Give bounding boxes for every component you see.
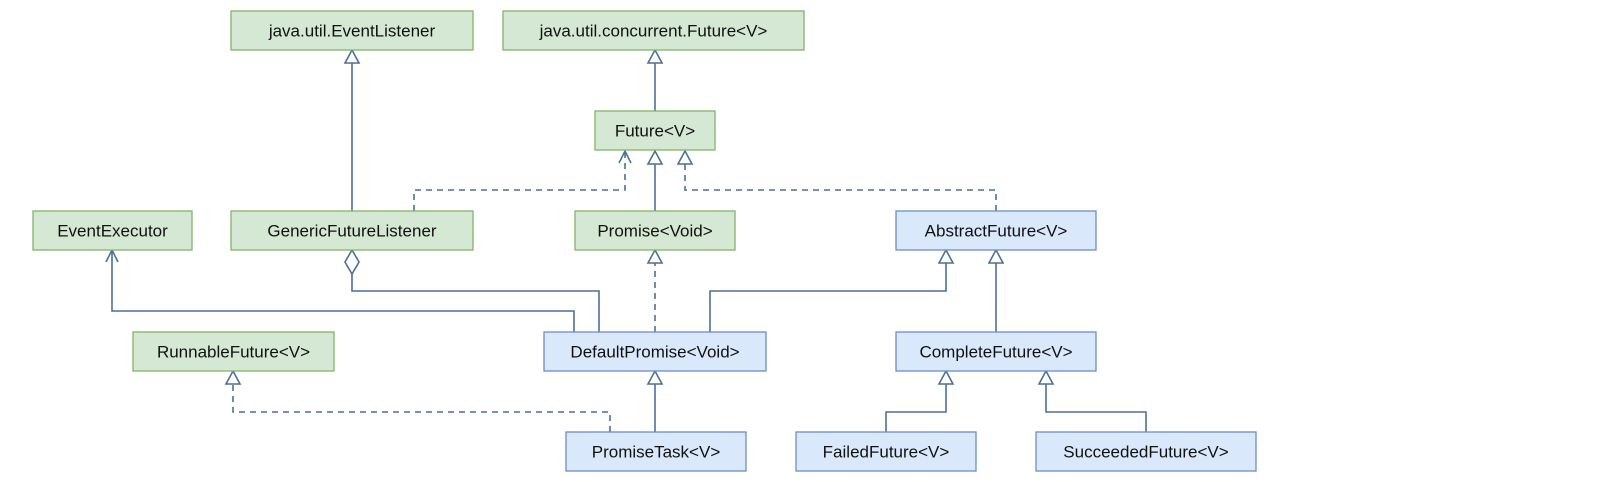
node-box (230, 210, 474, 251)
node-label: RunnableFuture<V> (157, 343, 310, 362)
edge-aggregation (344, 248, 600, 332)
node-label: PromiseTask<V> (592, 443, 721, 462)
node-generic-future-listener[interactable]: GenericFutureListener (230, 210, 474, 251)
node-label: java.util.EventListener (268, 22, 436, 41)
edge-extends (646, 149, 664, 211)
node-box (32, 210, 193, 251)
node-box (132, 331, 335, 372)
edge-line (111, 250, 575, 332)
edge-extends (709, 248, 955, 332)
edge-line (351, 274, 600, 332)
node-java-util-concurrent-future[interactable]: java.util.concurrent.Future<V> (502, 10, 805, 51)
edge-line (684, 164, 997, 211)
edge-extends (646, 48, 664, 111)
node-label: Future<V> (615, 122, 695, 141)
node-box (543, 331, 767, 372)
node-box (230, 10, 474, 51)
edge-line (885, 384, 947, 432)
inheritance-arrowhead (343, 48, 361, 64)
node-box (1035, 431, 1257, 472)
node-box (795, 431, 977, 472)
inheritance-arrowhead (646, 48, 664, 64)
node-promise-void[interactable]: Promise<Void> (574, 210, 736, 251)
node-failed-future[interactable]: FailedFuture<V> (795, 431, 977, 472)
node-event-executor[interactable]: EventExecutor (32, 210, 193, 251)
node-label: EventExecutor (57, 222, 168, 241)
edge-implements (224, 369, 611, 432)
edge-extends (343, 48, 361, 211)
node-abstract-future[interactable]: AbstractFuture<V> (895, 210, 1097, 251)
node-label: SucceededFuture<V> (1063, 443, 1228, 462)
nodes-layer: java.util.EventListener java.util.concurr… (32, 10, 1257, 472)
edge-line (709, 263, 947, 332)
open-arrowhead (618, 149, 632, 164)
inheritance-arrowhead (646, 149, 664, 165)
edge-extends (646, 369, 664, 432)
inheritance-arrowhead (646, 369, 664, 385)
edge-dependency (413, 149, 632, 211)
node-box (594, 110, 716, 151)
edge-implements (646, 248, 664, 332)
node-succeeded-future[interactable]: SucceededFuture<V> (1035, 431, 1257, 472)
node-label: AbstractFuture<V> (925, 222, 1068, 241)
edge-line (1045, 384, 1147, 432)
node-runnable-future[interactable]: RunnableFuture<V> (132, 331, 335, 372)
node-box (574, 210, 736, 251)
edge-extends (1037, 369, 1147, 432)
aggregation-diamond (344, 248, 360, 276)
node-label: DefaultPromise<Void> (570, 343, 739, 362)
inheritance-arrowhead (676, 149, 694, 165)
node-box (895, 210, 1097, 251)
node-box (502, 10, 805, 51)
inheritance-arrowhead (646, 248, 664, 264)
node-label: FailedFuture<V> (823, 443, 950, 462)
edge-line (232, 384, 611, 432)
node-future[interactable]: Future<V> (594, 110, 716, 151)
node-complete-future[interactable]: CompleteFuture<V> (895, 331, 1097, 372)
inheritance-arrowhead (987, 248, 1005, 264)
edges-layer (105, 48, 1147, 432)
inheritance-arrowhead (1037, 369, 1055, 385)
inheritance-arrowhead (224, 369, 242, 385)
edge-extends (885, 369, 955, 432)
inheritance-arrowhead (937, 248, 955, 264)
edge-line (413, 151, 626, 211)
node-label: Promise<Void> (597, 222, 712, 241)
edge-extends (987, 248, 1005, 332)
inheritance-arrowhead (937, 369, 955, 385)
node-label: GenericFutureListener (267, 222, 436, 241)
node-promise-task[interactable]: PromiseTask<V> (565, 431, 747, 472)
node-default-promise-void[interactable]: DefaultPromise<Void> (543, 331, 767, 372)
node-box (895, 331, 1097, 372)
edge-implements (676, 149, 997, 211)
node-java-util-event-listener[interactable]: java.util.EventListener (230, 10, 474, 51)
node-label: CompleteFuture<V> (919, 343, 1072, 362)
node-label: java.util.concurrent.Future<V> (539, 22, 768, 41)
node-box (565, 431, 747, 472)
